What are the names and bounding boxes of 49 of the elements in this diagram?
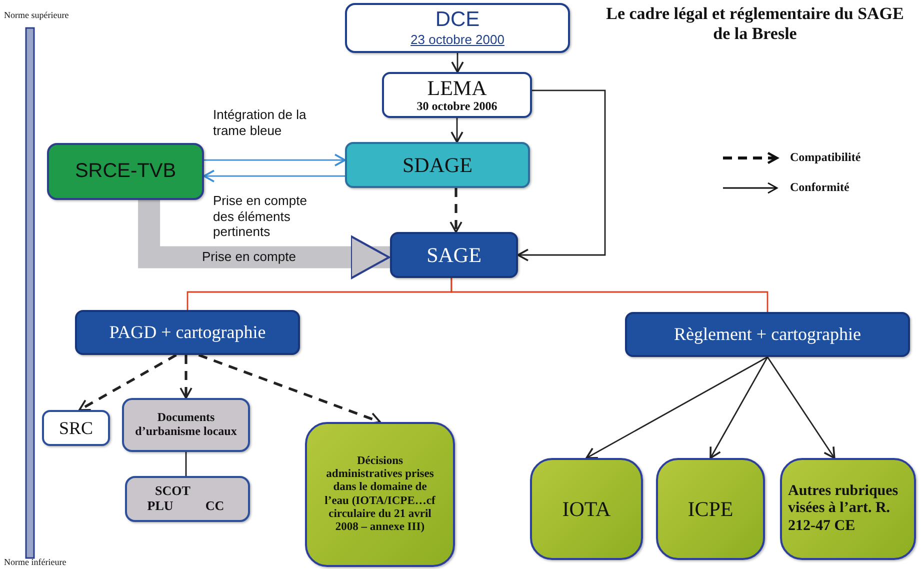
arrow (180, 355, 192, 399)
title: Le cadre légal et réglementaire du SAGE de la Bresle (605, 4, 905, 45)
scale-label: Norme supérieure (4, 10, 69, 20)
process-box (656, 458, 765, 560)
node-text: Règlement + cartographie (674, 324, 862, 345)
node-text: SAGE (426, 242, 482, 268)
node-text: SCOT (155, 484, 190, 499)
process-box (47, 143, 204, 200)
process-box (122, 398, 250, 452)
process-box (780, 458, 916, 560)
node-text: PLU (147, 499, 174, 514)
process-box (345, 142, 530, 188)
arrow (203, 170, 345, 182)
arrow (517, 90, 606, 262)
node-text: PAGD + cartographie (109, 322, 266, 343)
legend-label: Conformité (790, 180, 850, 195)
arrow (450, 118, 464, 143)
process-box (42, 410, 110, 446)
node-text: SRCE-TVB (74, 160, 176, 183)
arrow (766, 356, 836, 459)
node-text: ICPE (688, 496, 734, 522)
arrow (78, 354, 177, 412)
node-text: Décisions administratives prises dans le domaine de l’eau (IOTA/ICPE…cf circulaire du 21 avril 2008 – annexe III) (324, 454, 436, 534)
process-box (382, 72, 532, 118)
process-box (75, 310, 300, 355)
process-box (530, 458, 643, 560)
arrow (451, 53, 464, 73)
arrow (586, 356, 768, 459)
process-box (390, 232, 518, 278)
node-text: Documents d’urbanisme locaux (134, 411, 238, 439)
arrow (710, 356, 768, 459)
scale-label: Norme inférieure (4, 557, 66, 567)
node-text: 23 octobre 2000 (410, 32, 504, 48)
node-text: Autres rubriques visées à l’art. R. 212-47 CE (788, 483, 900, 535)
legend-label: Compatibilité (790, 150, 861, 165)
node-text: SDAGE (402, 152, 472, 178)
node-text: CC (205, 499, 224, 514)
process-box (625, 312, 910, 357)
node-text: 30 octobre 2006 (416, 100, 498, 114)
arrow (450, 188, 462, 233)
node-text: DCE (435, 8, 480, 33)
process-box (125, 476, 250, 522)
node-text: LEMA (427, 76, 487, 100)
arrow (204, 154, 346, 166)
arrow (198, 354, 381, 425)
node-text: IOTA (562, 496, 611, 522)
process-box (305, 422, 455, 567)
process-box (345, 3, 570, 53)
node-text: SRC (58, 418, 94, 438)
